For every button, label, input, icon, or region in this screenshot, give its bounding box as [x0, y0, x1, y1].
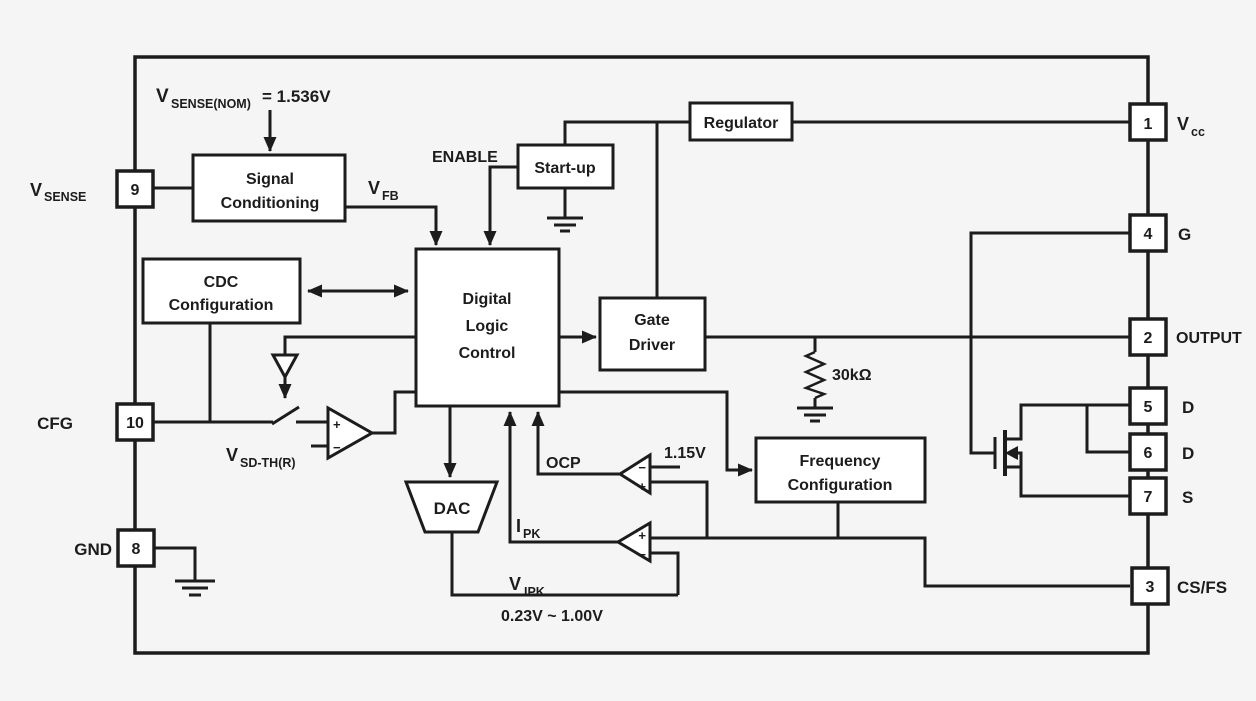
pin-number: 4 — [1144, 226, 1153, 243]
pin-number: 10 — [126, 415, 144, 432]
pin-10-cfg: 10 CFG — [37, 402, 155, 442]
pin-9-vsense: 9 V SENSE — [30, 169, 155, 209]
pin-number: 8 — [132, 541, 141, 558]
minus-sign: − — [333, 440, 341, 455]
block-label: Configuration — [788, 477, 893, 494]
label-vsdth: V SD-TH(R) — [226, 445, 296, 470]
block-label: DAC — [434, 499, 471, 518]
pin-number: 9 — [131, 182, 140, 199]
vsense-nom-main: V — [156, 86, 169, 107]
label-vipk: V IPK — [509, 574, 545, 599]
pin-label: D — [1182, 398, 1194, 417]
pin-label: CS/FS — [1177, 578, 1227, 597]
label-ipk: I PK — [516, 516, 540, 541]
pin-label: V — [30, 180, 42, 200]
vsdth-main: V — [226, 445, 238, 465]
block-gate-driver: Gate Driver — [598, 296, 707, 372]
buffer-triangle-icon — [270, 353, 300, 381]
block-signal-conditioning: Signal Conditioning — [191, 153, 347, 223]
block-label: Regulator — [704, 115, 779, 132]
pin-number: 5 — [1144, 399, 1153, 416]
pin-label: G — [1178, 225, 1191, 244]
block-digital-logic-control: Digital Logic Control — [414, 247, 561, 408]
block-label: Conditioning — [221, 195, 320, 212]
block-label: Logic — [466, 318, 509, 335]
pin-8-gnd: 8 GND — [74, 528, 156, 568]
plus-sign: + — [638, 528, 646, 543]
block-startup: Start-up — [516, 143, 615, 190]
minus-sign: − — [638, 460, 646, 475]
block-label: CDC — [204, 274, 239, 291]
pin-label: S — [1182, 488, 1193, 507]
pin-label: CFG — [37, 414, 73, 433]
switch-symbol — [271, 405, 300, 426]
label-enable: ENABLE — [432, 149, 498, 166]
pin-label: V — [1177, 114, 1189, 134]
pin-4-g: 4 G — [1128, 213, 1191, 253]
block-label: Digital — [463, 291, 512, 308]
block-label: Start-up — [534, 160, 596, 177]
pin-6-d: 6 D — [1128, 432, 1194, 472]
ground-symbol-gnd-pin — [175, 579, 215, 597]
block-cdc-configuration: CDC Configuration — [141, 257, 302, 325]
label-vfb: V FB — [368, 178, 399, 203]
block-label: Frequency — [800, 453, 881, 470]
mosfet-symbol — [993, 403, 1130, 498]
pin-number: 7 — [1144, 489, 1153, 506]
ipk-main: I — [516, 516, 521, 536]
pin-number: 3 — [1146, 579, 1155, 596]
vipk-main: V — [509, 574, 521, 594]
pin-number: 1 — [1144, 116, 1153, 133]
label-ocp: OCP — [546, 455, 581, 472]
comparator-ocp: − + — [617, 452, 652, 496]
pin-2-output: 2 OUTPUT — [1128, 317, 1242, 357]
vsense-nom-value: = 1.536V — [262, 87, 331, 106]
pin-1-vcc: 1 V cc — [1128, 102, 1205, 142]
block-label: Configuration — [169, 297, 274, 314]
block-regulator: Regulator — [688, 101, 794, 142]
label-vref: 1.15V — [664, 445, 706, 462]
pin-3-csfs: 3 CS/FS — [1130, 566, 1227, 606]
minus-sign: − — [638, 547, 646, 562]
vsense-nom-sub: SENSE(NOM) — [171, 97, 251, 111]
resistor-30k: 30kΩ — [802, 350, 872, 400]
block-label: Gate — [634, 312, 670, 329]
pin-label: GND — [74, 540, 112, 559]
pin-number: 6 — [1144, 445, 1153, 462]
ground-symbol-startup — [547, 216, 583, 233]
vsdth-sub: SD-TH(R) — [240, 456, 296, 470]
label-vipk-range: 0.23V ~ 1.00V — [501, 608, 603, 625]
plus-sign: + — [333, 417, 341, 432]
label-vsense-nom: V SENSE(NOM) = 1.536V — [156, 86, 331, 111]
block-label: Control — [459, 345, 516, 362]
ground-symbol-30k — [797, 406, 833, 423]
vipk-sub: IPK — [524, 585, 545, 599]
pin-label-sub: cc — [1191, 125, 1205, 139]
block-label: Signal — [246, 171, 294, 188]
block-dac: DAC — [403, 480, 500, 534]
pin-label: D — [1182, 444, 1194, 463]
ipk-sub: PK — [523, 527, 540, 541]
wires — [153, 110, 1130, 597]
resistor-value: 30kΩ — [832, 367, 872, 384]
pin-7-s: 7 S — [1128, 476, 1193, 516]
comparator-ipk: + − — [615, 520, 652, 564]
pin-number: 2 — [1144, 330, 1153, 347]
comparator-shutdown: + − — [326, 405, 376, 461]
pin-label: OUTPUT — [1176, 330, 1242, 347]
pin-5-d: 5 D — [1128, 386, 1194, 426]
block-label: Driver — [629, 337, 675, 354]
pin-label-sub: SENSE — [44, 190, 86, 204]
vfb-sub: FB — [382, 189, 399, 203]
vfb-main: V — [368, 178, 380, 198]
plus-sign: + — [638, 479, 646, 494]
block-frequency-configuration: Frequency Configuration — [754, 436, 927, 504]
